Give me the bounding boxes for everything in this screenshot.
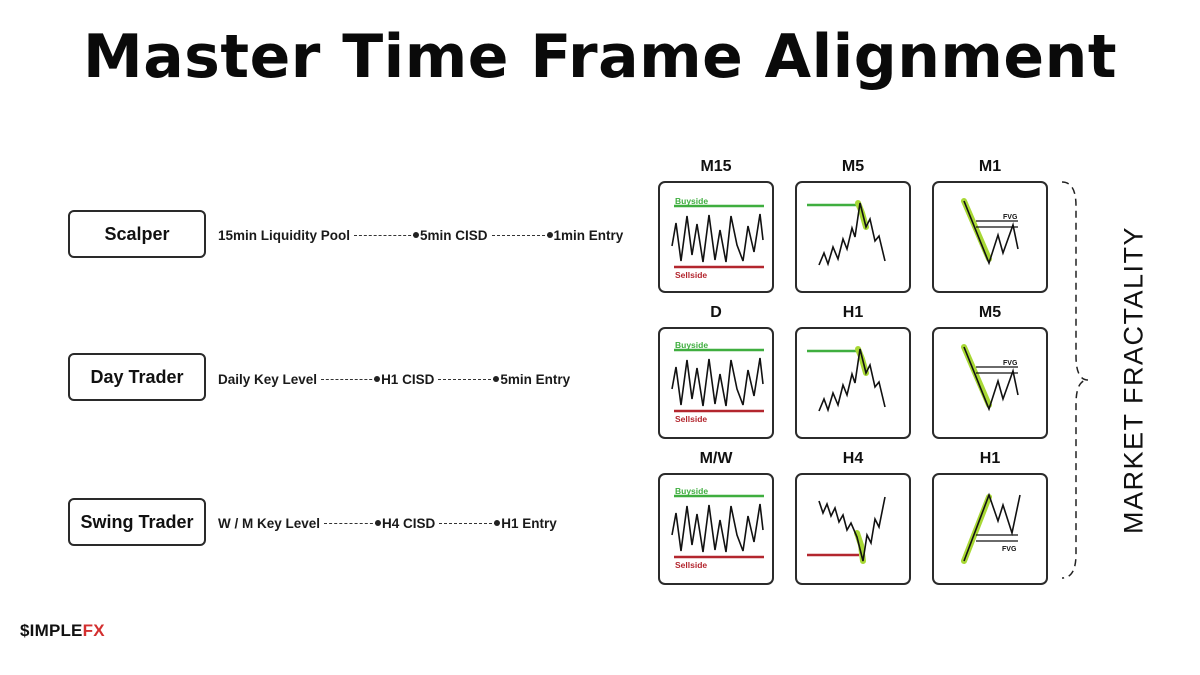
market-fractality-label: MARKET FRACTALITY: [1118, 225, 1149, 535]
chart-panel-range: Buyside Sellside: [658, 473, 774, 585]
dashed-arrow: [321, 375, 381, 382]
range-chart-svg: Buyside Sellside: [671, 486, 764, 570]
brand-logo-accent: FX: [82, 621, 105, 640]
dashed-arrow: [438, 375, 500, 382]
flow-day-trader: Daily Key Level H1 CISD 5min Entry: [218, 367, 570, 391]
flow-step: Daily Key Level: [218, 371, 318, 387]
brand-logo: $IMPLEFX: [20, 621, 105, 641]
page-title: Master Time Frame Alignment: [82, 22, 1118, 92]
fvg-drop-svg: FVG: [961, 344, 1019, 412]
dashed-arrow: [439, 519, 501, 526]
price-line: [963, 492, 1021, 562]
dashed-arrow: [324, 519, 382, 526]
chart-panel-range: Buyside Sellside: [658, 327, 774, 439]
timeframe-label: M5: [841, 158, 865, 175]
trader-box-swing-trader: Swing Trader: [68, 498, 206, 546]
fvg-label: FVG: [1003, 214, 1018, 221]
curly-brace: [1061, 181, 1089, 579]
price-line: [671, 503, 764, 553]
fvg-label: FVG: [1002, 546, 1017, 553]
fvg-rise-svg: FVG: [961, 492, 1021, 564]
chart-panel-sweep-high: [795, 327, 911, 439]
flow-step: 1min Entry: [553, 227, 624, 243]
chart-panel-sweep-high: [795, 181, 911, 293]
timeframe-label: H1: [842, 304, 864, 321]
buyside-label: Buyside: [675, 340, 708, 350]
price-line: [818, 496, 886, 562]
fvg-drop-svg: FVG: [961, 198, 1019, 266]
timeframe-label: M5: [978, 304, 1002, 321]
flow-step: H1 Entry: [501, 515, 557, 531]
sellside-label: Sellside: [675, 560, 707, 570]
dashed-arrow: [491, 231, 553, 238]
trader-box-scalper: Scalper: [68, 210, 206, 258]
timeframe-label: M1: [978, 158, 1002, 175]
flow-swing-trader: W / M Key Level H4 CISD H1 Entry: [218, 511, 557, 535]
price-line: [818, 202, 886, 267]
sweep-high-svg: [807, 346, 886, 413]
flow-step: 5min CISD: [420, 227, 488, 243]
buyside-label: Buyside: [675, 196, 708, 206]
chart-panel-fvg-rise: FVG: [932, 473, 1048, 585]
chart-panel-sweep-low: [795, 473, 911, 585]
range-chart-svg: Buyside Sellside: [671, 196, 764, 280]
flow-step: W / M Key Level: [218, 515, 321, 531]
flow-scalper: 15min Liquidity Pool 5min CISD 1min Entr…: [218, 223, 623, 247]
buyside-label: Buyside: [675, 486, 708, 496]
price-line: [671, 213, 764, 263]
sellside-label: Sellside: [675, 270, 707, 280]
timeframe-label: M15: [700, 158, 732, 175]
timeframe-label: H1: [979, 450, 1001, 467]
timeframe-label: D: [710, 304, 722, 321]
dashed-arrow: [354, 231, 420, 238]
flow-step: H1 CISD: [381, 371, 435, 387]
flow-step: 15min Liquidity Pool: [218, 227, 351, 243]
timeframe-label: M/W: [699, 450, 733, 467]
trader-box-day-trader: Day Trader: [68, 353, 206, 401]
sweep-low-svg: [807, 496, 886, 564]
price-line: [818, 348, 886, 413]
price-line: [963, 200, 1019, 266]
price-line: [963, 346, 1019, 412]
sweep-high-svg: [807, 200, 886, 267]
sellside-label: Sellside: [675, 414, 707, 424]
chart-panel-fvg-drop: FVG: [932, 181, 1048, 293]
timeframe-label: H4: [842, 450, 864, 467]
chart-panel-fvg-drop: FVG: [932, 327, 1048, 439]
flow-step: H4 CISD: [382, 515, 436, 531]
brand-logo-part: $IMPLE: [20, 621, 83, 640]
price-line: [671, 357, 764, 407]
range-chart-svg: Buyside Sellside: [671, 340, 764, 424]
flow-step: 5min Entry: [500, 371, 571, 387]
fvg-label: FVG: [1003, 360, 1018, 367]
chart-panel-range: Buyside Sellside: [658, 181, 774, 293]
